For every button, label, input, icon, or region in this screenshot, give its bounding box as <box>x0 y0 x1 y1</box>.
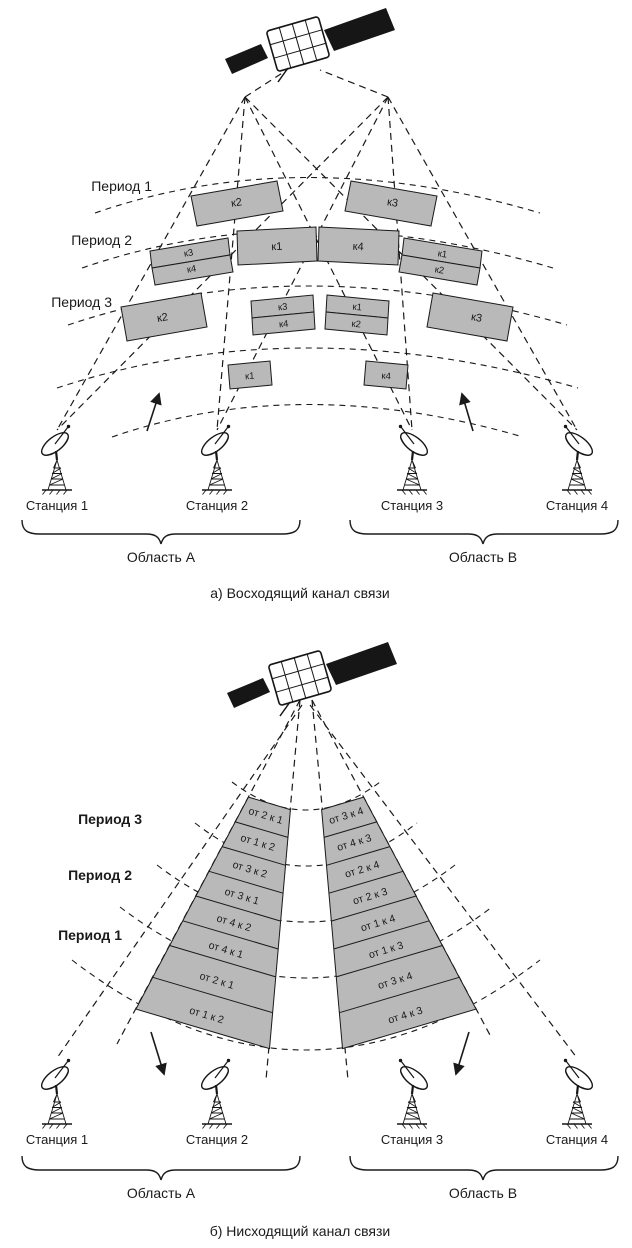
uplink-station-3-label: Станция 3 <box>381 498 443 513</box>
uplink-burst-label: к2 <box>156 311 169 325</box>
area-a-brace <box>21 1155 301 1181</box>
uplink-burst-label: к1 <box>245 371 255 383</box>
uplink-burst-label: к3 <box>183 247 194 259</box>
uplink-band-p1-left <box>190 180 284 227</box>
uplink-burst-label: к4 <box>279 319 289 331</box>
up-arrow-left <box>146 392 162 432</box>
uplink-diagram: к2 к3 к3 к4 к1 к4 к1 к2 к2 к3 к4 к1 к2 к… <box>21 7 619 601</box>
uplink-period-3-label: Период 3 <box>51 294 112 310</box>
station-4-antenna-icon <box>560 1057 598 1130</box>
station-1-antenna-icon <box>36 423 74 496</box>
uplink-band-p2-center-left <box>236 226 318 266</box>
downlink-area-a-label: Область А <box>127 1185 196 1201</box>
downlink-right-wedge-fill <box>321 796 477 1050</box>
uplink-band-p2-right-bottom <box>398 254 481 286</box>
uplink-burst-label: к1 <box>271 241 283 254</box>
uplink-area-b-label: Область В <box>449 549 517 565</box>
station-2-antenna-icon <box>196 1057 234 1130</box>
downlink-right-beam-wedge: от 3 к 4 от 4 к 3 от 2 к 4 от 2 к 3 от 1… <box>321 796 477 1050</box>
uplink-burst-label: к2 <box>434 264 445 276</box>
uplink-area-a-label: Область А <box>127 549 196 565</box>
station-4-antenna-icon <box>560 423 598 496</box>
uplink-band-p2-left-bottom <box>151 254 234 286</box>
satellite-icon <box>224 7 396 83</box>
area-b-brace <box>349 1155 619 1181</box>
downlink-wavefront-arcs <box>71 781 541 1051</box>
uplink-station-2-label: Станция 2 <box>186 498 248 513</box>
uplink-burst-label: к4 <box>381 371 391 383</box>
downlink-diagram: от 2 к 1 от 1 к 2 от 3 к 2 от 3 к 1 от 4… <box>21 641 619 1239</box>
uplink-burst-labels: к2 к3 к3 к4 к1 к4 к1 к2 к2 к3 к4 к1 к2 к… <box>156 196 483 382</box>
downlink-station-2-label: Станция 2 <box>186 1132 248 1147</box>
uplink-station-4-label: Станция 4 <box>546 498 608 513</box>
station-3-antenna-icon <box>395 423 433 496</box>
station-1-antenna-icon <box>36 1057 74 1130</box>
downlink-area-b-label: Область В <box>449 1185 517 1201</box>
uplink-caption: а) Восходящий канал связи <box>210 585 389 601</box>
down-arrow-left <box>150 1031 167 1076</box>
uplink-band-p1-right <box>344 180 438 227</box>
uplink-burst-label: к1 <box>352 302 362 314</box>
station-2-antenna-icon <box>196 423 234 496</box>
uplink-period-2-label: Период 2 <box>71 232 132 248</box>
uplink-band-bottom-right <box>363 360 409 390</box>
uplink-burst-label: к4 <box>352 241 364 254</box>
uplink-band-p3-right <box>426 292 514 342</box>
uplink-band-p3-left <box>120 292 208 342</box>
uplink-burst-label: к4 <box>186 263 197 275</box>
downlink-beam-lines <box>56 699 578 1081</box>
downlink-period-2-label: Период 2 <box>68 867 132 883</box>
up-arrow-right <box>459 392 474 432</box>
uplink-burst-label: к3 <box>386 196 399 210</box>
downlink-station-4-label: Станция 4 <box>546 1132 608 1147</box>
downlink-left-beam-wedge: от 2 к 1 от 1 к 2 от 3 к 2 от 3 к 1 от 4… <box>135 796 291 1050</box>
downlink-period-1-label: Период 1 <box>58 927 122 943</box>
station-3-antenna-icon <box>395 1057 433 1130</box>
area-b-brace <box>349 519 619 545</box>
downlink-left-wedge-fill <box>135 796 291 1050</box>
uplink-band-p3-center-right-bottom <box>324 311 389 336</box>
uplink-burst-label: к3 <box>470 311 483 325</box>
uplink-burst-label: к1 <box>437 248 448 260</box>
downlink-station-3-label: Станция 3 <box>381 1132 443 1147</box>
uplink-period-1-label: Период 1 <box>91 178 152 194</box>
area-a-brace <box>21 519 301 545</box>
down-arrow-right <box>453 1031 470 1076</box>
uplink-station-1-label: Станция 1 <box>26 498 88 513</box>
uplink-burst-label: к2 <box>351 319 361 331</box>
uplink-burst-label: к3 <box>278 302 288 314</box>
uplink-band-p2-center-right <box>317 226 400 266</box>
uplink-burst-bands <box>120 180 514 390</box>
downlink-station-1-label: Станция 1 <box>26 1132 88 1147</box>
uplink-burst-label: к2 <box>230 196 243 210</box>
downlink-caption: б) Нисходящий канал связи <box>210 1223 391 1239</box>
downlink-period-3-label: Период 3 <box>78 811 142 827</box>
uplink-band-p3-center-left-bottom <box>251 311 316 336</box>
uplink-band-bottom-left <box>227 360 273 390</box>
